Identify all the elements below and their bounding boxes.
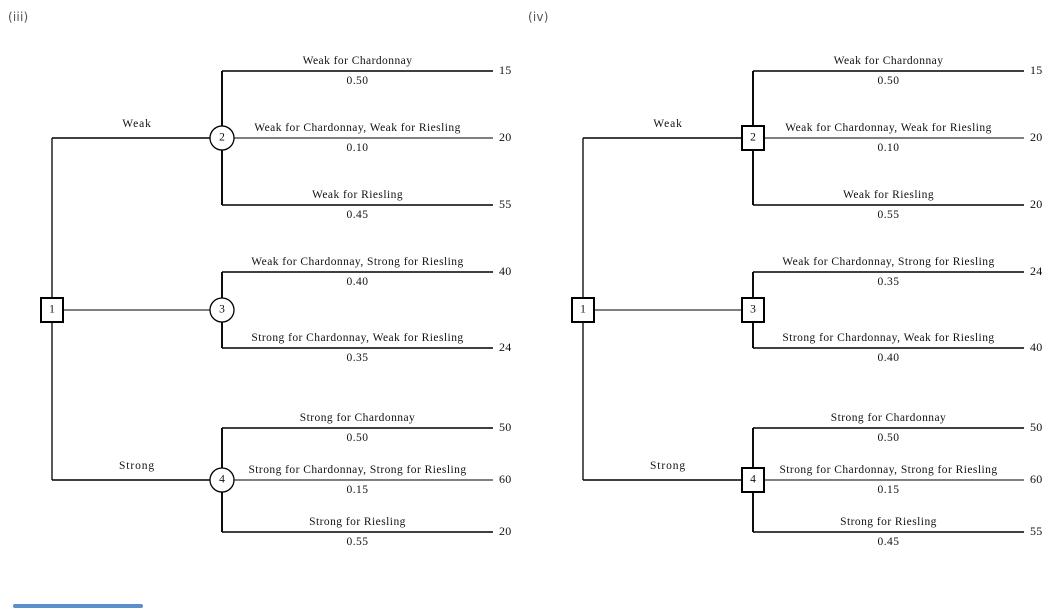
root-branch-label-strong: Strong xyxy=(649,460,687,472)
branch-label-2-2: Weak for Riesling xyxy=(842,189,935,201)
node-shape-3 xyxy=(209,297,235,323)
branch-payoff-3-0: 40 xyxy=(499,264,512,278)
branch-probability-2-2: 0.55 xyxy=(877,209,900,221)
node-shape-4 xyxy=(741,467,765,493)
node-number-2: 2 xyxy=(750,131,756,144)
branch-label-3-1: Strong for Chardonnay, Weak for Riesling xyxy=(251,332,464,344)
panel-label-iv: (iv) xyxy=(528,10,549,24)
branch-payoff-2-1: 20 xyxy=(499,130,512,144)
branch-label-4-2: Strong for Riesling xyxy=(840,516,937,528)
node-number-3: 3 xyxy=(750,303,756,316)
branch-label-3-1: Strong for Chardonnay, Weak for Riesling xyxy=(782,332,995,344)
node-number-3: 3 xyxy=(219,303,225,316)
branch-label-2-0: Weak for Chardonnay xyxy=(302,55,413,67)
branch-payoff-4-1: 60 xyxy=(499,472,512,486)
branch-label-4-2: Strong for Riesling xyxy=(309,516,406,528)
node-number-root: 1 xyxy=(580,303,586,316)
branch-payoff-2-2: 20 xyxy=(1030,197,1043,211)
branch-label-2-1: Weak for Chardonnay, Weak for Riesling xyxy=(785,122,992,134)
branch-probability-2-0: 0.50 xyxy=(877,75,900,87)
branch-probability-4-2: 0.45 xyxy=(877,536,900,548)
tree-lines-iv xyxy=(571,70,1024,533)
branch-probability-2-0: 0.50 xyxy=(346,75,369,87)
root-branch-label-strong: Strong xyxy=(118,460,156,472)
node-shape-2 xyxy=(209,125,235,151)
branch-payoff-4-2: 55 xyxy=(1030,524,1043,538)
branch-label-4-1: Strong for Chardonnay, Strong for Riesli… xyxy=(779,464,998,476)
branch-label-4-0: Strong for Chardonnay xyxy=(830,412,947,424)
branch-payoff-4-1: 60 xyxy=(1030,472,1043,486)
branch-payoff-4-0: 50 xyxy=(499,420,512,434)
root-branch-label-weak: Weak xyxy=(122,118,152,130)
branch-payoff-4-2: 20 xyxy=(499,524,512,538)
branch-probability-3-1: 0.40 xyxy=(877,352,900,364)
node-number-4: 4 xyxy=(750,473,756,486)
branch-label-3-0: Weak for Chardonnay, Strong for Riesling xyxy=(782,256,995,268)
branch-label-4-1: Strong for Chardonnay, Strong for Riesli… xyxy=(248,464,467,476)
branch-payoff-4-0: 50 xyxy=(1030,420,1043,434)
branch-probability-3-1: 0.35 xyxy=(346,352,369,364)
branch-payoff-2-1: 20 xyxy=(1030,130,1043,144)
branch-probability-4-0: 0.50 xyxy=(346,432,369,444)
branch-probability-3-0: 0.35 xyxy=(877,276,900,288)
branch-probability-2-1: 0.10 xyxy=(877,142,900,154)
horizontal-scrollbar-thumb[interactable] xyxy=(13,604,143,608)
branch-probability-2-2: 0.45 xyxy=(346,209,369,221)
node-shape-3 xyxy=(741,297,765,323)
node-number-root: 1 xyxy=(49,303,55,316)
branch-probability-4-1: 0.15 xyxy=(877,484,900,496)
branch-probability-4-1: 0.15 xyxy=(346,484,369,496)
node-number-2: 2 xyxy=(219,131,225,144)
branch-payoff-3-1: 40 xyxy=(1030,340,1043,354)
branch-label-4-0: Strong for Chardonnay xyxy=(299,412,416,424)
branch-probability-4-0: 0.50 xyxy=(877,432,900,444)
horizontal-scrollbar-track[interactable] xyxy=(0,600,1062,610)
branch-probability-4-2: 0.55 xyxy=(346,536,369,548)
branch-payoff-2-2: 55 xyxy=(499,197,512,211)
node-shape-root xyxy=(40,297,64,323)
branch-label-2-2: Weak for Riesling xyxy=(311,189,404,201)
node-shape-root xyxy=(571,297,595,323)
panel-label-iii: (iii) xyxy=(8,10,29,24)
branch-payoff-2-0: 15 xyxy=(1030,63,1043,77)
branch-payoff-2-0: 15 xyxy=(499,63,512,77)
branch-label-2-1: Weak for Chardonnay, Weak for Riesling xyxy=(254,122,461,134)
node-shape-2 xyxy=(741,125,765,151)
branch-label-2-0: Weak for Chardonnay xyxy=(833,55,944,67)
branch-probability-3-0: 0.40 xyxy=(346,276,369,288)
node-shape-4 xyxy=(209,467,235,493)
branch-payoff-3-1: 24 xyxy=(499,340,512,354)
branch-label-3-0: Weak for Chardonnay, Strong for Riesling xyxy=(251,256,464,268)
branch-probability-2-1: 0.10 xyxy=(346,142,369,154)
node-number-4: 4 xyxy=(219,473,225,486)
tree-lines-iii xyxy=(40,70,493,533)
root-branch-label-weak: Weak xyxy=(653,118,683,130)
branch-payoff-3-0: 24 xyxy=(1030,264,1043,278)
